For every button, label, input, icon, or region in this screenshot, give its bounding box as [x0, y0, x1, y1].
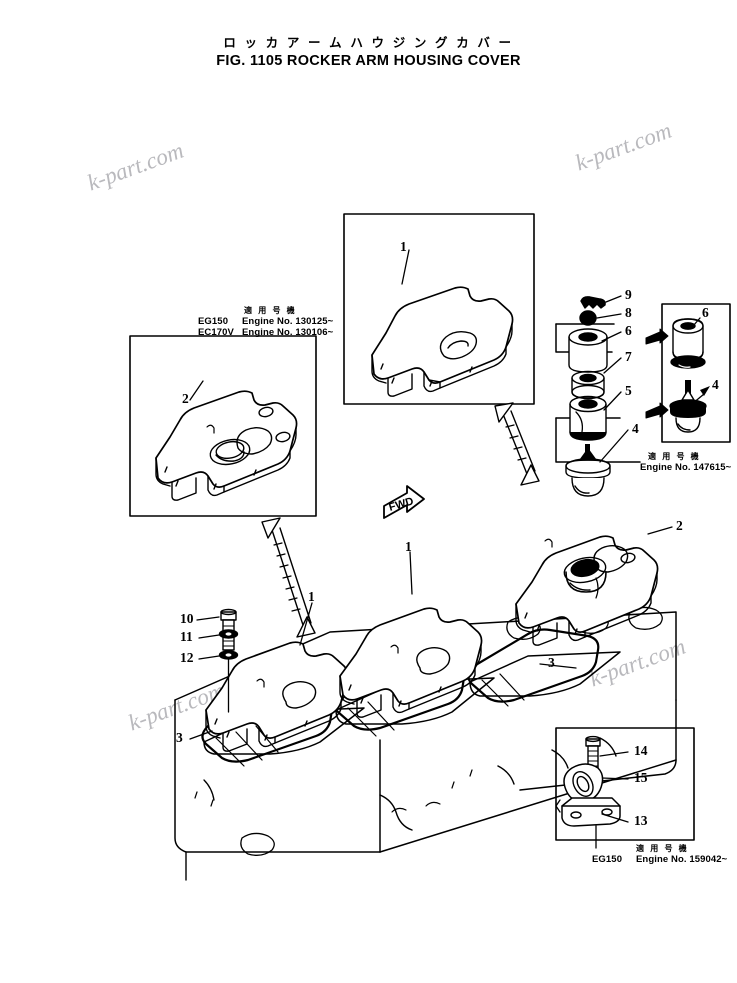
annotation-model: EG150	[198, 316, 229, 327]
callout-number: 6	[625, 323, 632, 338]
annotation-model: EC170V	[198, 327, 234, 338]
annotation-label: Engine No.	[242, 327, 293, 338]
annotation-row: EG150 Engine No. 159042~	[592, 854, 727, 865]
annotation-heading: 適 用 号 機	[244, 306, 297, 315]
cover-front-mid	[339, 607, 483, 705]
callout-number: 1	[405, 539, 412, 554]
annotation-row: EC170V Engine No. 130106~	[198, 327, 333, 338]
callout-number: 1	[400, 239, 407, 254]
cover-rear-right	[515, 535, 659, 633]
callout-number: 1	[308, 589, 315, 604]
annotation-label: Engine No.	[242, 316, 293, 327]
annotation-label: Engine No.	[640, 462, 691, 473]
fastener-group-left	[196, 608, 239, 713]
annotation-right-inset: 適 用 号 機 Engine No. 147615~	[640, 451, 731, 473]
callout-number: 13	[634, 813, 648, 828]
annotation-row: EG150 Engine No. 130125~	[198, 316, 333, 327]
annotation-heading: 適 用 号 機	[636, 844, 689, 853]
inset-box-cover-2	[129, 335, 317, 517]
callout-number: 6	[702, 305, 709, 320]
callout-number: 11	[180, 629, 193, 644]
inset-box-cap-6	[661, 303, 731, 443]
callout-number: 4	[632, 421, 639, 436]
svg-text:FWD: FWD	[388, 495, 415, 513]
fwd-arrow-marker: FWD	[383, 485, 425, 519]
callout-number: 9	[625, 287, 632, 302]
title-japanese: ロ ッ カ ア ー ム ハ ウ ジ ン グ カ バ ー	[223, 36, 514, 50]
callout-number: 2	[676, 518, 683, 533]
callout-number: 10	[180, 611, 194, 626]
annotation-value: 130125~	[295, 316, 334, 327]
annotation-row: Engine No. 147615~	[640, 462, 731, 473]
annotation-value: 159042~	[689, 854, 728, 865]
annotation-label: Engine No.	[636, 854, 687, 865]
annotation-value: 130106~	[295, 327, 334, 338]
callout-number: 4	[712, 377, 719, 392]
callout-number: 15	[634, 770, 648, 785]
annotation-heading: 適 用 号 機	[648, 452, 701, 461]
annotation-model: EG150	[592, 854, 623, 865]
title-english: FIG. 1105 ROCKER ARM HOUSING COVER	[216, 53, 521, 69]
callout-number: 3	[176, 730, 183, 745]
inset-box-bracket-13	[555, 727, 695, 841]
inset-box-cover-1	[343, 213, 535, 405]
callout-number: 2	[182, 391, 189, 406]
annotation-value: 147615~	[693, 462, 732, 473]
callout-number: 7	[625, 349, 632, 364]
annotation-bottom-inset: 適 用 号 機 EG150 Engine No. 159042~	[592, 843, 727, 865]
title-block: ロ ッ カ ア ー ム ハ ウ ジ ン グ カ バ ー FIG. 1105 RO…	[0, 36, 737, 70]
callout-number: 5	[625, 383, 632, 398]
callout-number: 14	[634, 743, 648, 758]
callout-number: 8	[625, 305, 632, 320]
callout-number: 3	[548, 655, 555, 670]
callout-number: 12	[180, 650, 194, 665]
